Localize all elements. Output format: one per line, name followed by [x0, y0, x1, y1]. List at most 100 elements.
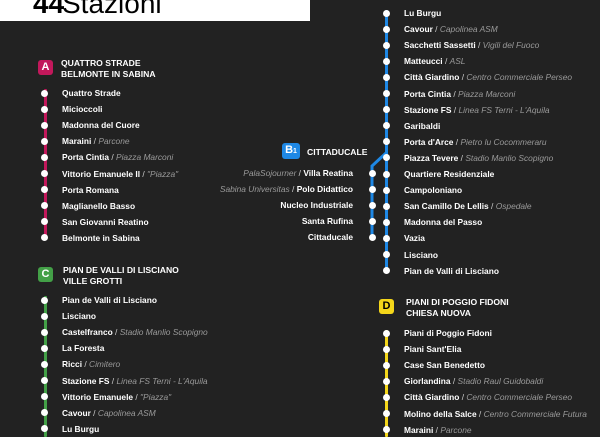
stop-label[interactable]: Lu Burgu — [62, 424, 99, 434]
stop-label[interactable]: Lisciano — [404, 250, 438, 260]
stop-label[interactable]: Castelfranco / Stadio Manlio Scopigno — [62, 327, 208, 337]
line-a-title-2: BELMONTE IN SABINA — [61, 69, 156, 79]
stop-dot — [382, 345, 390, 353]
stop-label[interactable]: Porta Cintia / Piazza Marconi — [404, 89, 515, 99]
stop-label[interactable]: Stazione FS / Linea FS Terni - L'Aquila — [404, 105, 550, 115]
stop-name: Castelfranco — [62, 327, 113, 338]
stop-label[interactable]: Cavour / Capolinea ASM — [404, 24, 498, 34]
stop-note: Sabina Universitas — [219, 184, 290, 195]
stop-label[interactable]: Piani di Poggio Fidoni — [404, 328, 492, 338]
stop-label[interactable]: Garibaldi — [404, 121, 440, 131]
stop-label[interactable]: Maraini / Parcone — [404, 425, 472, 435]
stop-label[interactable]: Porta d'Arce / Pietro lu Cocommeraru — [404, 137, 547, 147]
stop-name: San Giovanni Reatino — [62, 216, 149, 227]
stop-name: Nucleo Industriale — [280, 200, 353, 211]
line-c-badge[interactable]: C — [38, 267, 53, 282]
stop-label[interactable]: Maraini / Parcone — [62, 136, 130, 146]
stop-dot — [368, 201, 376, 209]
stop-separator: / — [109, 375, 117, 386]
line-b1-badge[interactable]: B1 — [282, 143, 300, 159]
stop-label[interactable]: Città Giardino / Centro Commerciale Pers… — [404, 72, 572, 82]
stop-dot — [382, 122, 390, 130]
stop-separator: / — [112, 327, 120, 338]
stop-dot — [368, 217, 376, 225]
stop-separator: / — [451, 104, 459, 115]
stop-label[interactable]: Madonna del Passo — [404, 217, 482, 227]
stop-separator: / — [476, 408, 484, 419]
stop-label[interactable]: PalaSojourner / Villa Reatina — [243, 168, 353, 178]
stop-name: Madonna del Cuore — [62, 120, 140, 131]
stop-label[interactable]: Belmonte in Sabina — [62, 233, 140, 243]
stop-note: Stadio Manlio Scopigno — [465, 152, 554, 163]
header-title: Stazioni — [62, 0, 162, 19]
line-d-badge[interactable]: D — [379, 299, 394, 314]
stop-dot — [40, 89, 48, 97]
stop-label[interactable]: Maglianello Basso — [62, 201, 135, 211]
stop-label[interactable]: Case San Benedetto — [404, 360, 485, 370]
stop-label[interactable]: Sabina Universitas / Polo Didattico — [220, 184, 353, 194]
stop-label[interactable]: Campoloniano — [404, 185, 462, 195]
stop-label[interactable]: Pian de Valli di Lisciano — [404, 266, 499, 276]
stop-label[interactable]: Piazza Tevere / Stadio Manlio Scopigno — [404, 153, 553, 163]
stop-name: San Camillo De Lellis — [404, 201, 489, 212]
stop-dot — [40, 186, 48, 194]
stop-label[interactable]: Porta Cintia / Piazza Marconi — [62, 152, 173, 162]
stop-dot — [382, 361, 390, 369]
stop-separator: / — [459, 392, 467, 403]
stop-name: Giorlandina — [404, 376, 451, 387]
stop-name: Stazione FS — [62, 375, 110, 386]
stop-separator: / — [450, 376, 458, 387]
stop-label[interactable]: Micioccoli — [62, 104, 103, 114]
stop-label[interactable]: San Camillo De Lellis / Ospedale — [404, 201, 532, 211]
stop-dot — [382, 393, 390, 401]
stop-label[interactable]: Vittorio Emanuele II / "Piazza" — [62, 169, 178, 179]
stop-name: Porta Romana — [62, 184, 119, 195]
stop-dot — [382, 25, 390, 33]
line-a-title-1: QUATTRO STRADE — [61, 58, 141, 68]
stop-label[interactable]: La Foresta — [62, 343, 104, 353]
stop-dot — [40, 121, 48, 129]
stop-dot — [382, 202, 390, 210]
stop-label[interactable]: Cavour / Capolinea ASM — [62, 408, 156, 418]
stop-label[interactable]: Matteucci / ASL — [404, 56, 465, 66]
stop-note: Linea FS Terni - L'Aquila — [458, 104, 550, 115]
line-a-title: QUATTRO STRADE BELMONTE IN SABINA — [61, 58, 156, 80]
stop-name: Micioccoli — [62, 104, 103, 115]
stop-label[interactable]: Pian de Valli di Lisciano — [62, 295, 157, 305]
stop-name: Maraini — [62, 136, 92, 147]
stop-label[interactable]: Madonna del Cuore — [62, 120, 140, 130]
stop-label[interactable]: Giorlandina / Stadio Raul Guidobaldi — [404, 376, 543, 386]
stop-label[interactable]: Città Giardino / Centro Commerciale Pers… — [404, 392, 572, 402]
stop-label[interactable]: Quattro Strade — [62, 88, 121, 98]
stop-label[interactable]: Lisciano — [62, 311, 96, 321]
line-c-title: PIAN DE VALLI DI LISCIANO VILLE GROTTI — [63, 265, 179, 287]
stop-name: Villa Reatina — [303, 168, 353, 178]
stop-dot — [382, 41, 390, 49]
stop-label[interactable]: Quartiere Residenziale — [404, 169, 494, 179]
stop-separator: / — [475, 40, 483, 51]
stop-dot — [40, 218, 48, 226]
stop-label[interactable]: Piani Sant'Elia — [404, 344, 461, 354]
stop-name: Porta d'Arce — [404, 136, 454, 147]
stop-label[interactable]: San Giovanni Reatino — [62, 217, 149, 227]
stop-label[interactable]: Sacchetti Sassetti / Vigili del Fuoco — [404, 40, 539, 50]
stop-label[interactable]: Lu Burgu — [404, 8, 441, 18]
stop-dot — [382, 106, 390, 114]
line-a-badge[interactable]: A — [38, 60, 53, 75]
stop-label[interactable]: Vittorio Emanuele / "Piazza" — [62, 392, 171, 402]
stop-note: Capolinea ASM — [439, 24, 498, 35]
stop-label[interactable]: Porta Romana — [62, 185, 119, 195]
stop-label[interactable]: Vazia — [404, 233, 425, 243]
stop-label[interactable]: Stazione FS / Linea FS Terni - L'Aquila — [62, 376, 208, 386]
line-d-title: PIANI DI POGGIO FIDONI CHIESA NUOVA — [406, 297, 509, 319]
header-banner: 44 Stazioni — [0, 0, 310, 21]
stop-name: Città Giardino — [404, 392, 460, 403]
stop-label[interactable]: Ricci / Cimitero — [62, 359, 120, 369]
stop-label[interactable]: Nucleo Industriale — [280, 200, 353, 210]
line-a-track — [44, 89, 47, 239]
stop-dot — [382, 154, 390, 162]
stop-dot — [40, 377, 48, 384]
stop-label[interactable]: Santa Rufina — [302, 216, 353, 226]
stop-label[interactable]: Cittaducale — [308, 232, 353, 242]
stop-label[interactable]: Molino della Salce / Centro Commerciale … — [404, 409, 587, 419]
